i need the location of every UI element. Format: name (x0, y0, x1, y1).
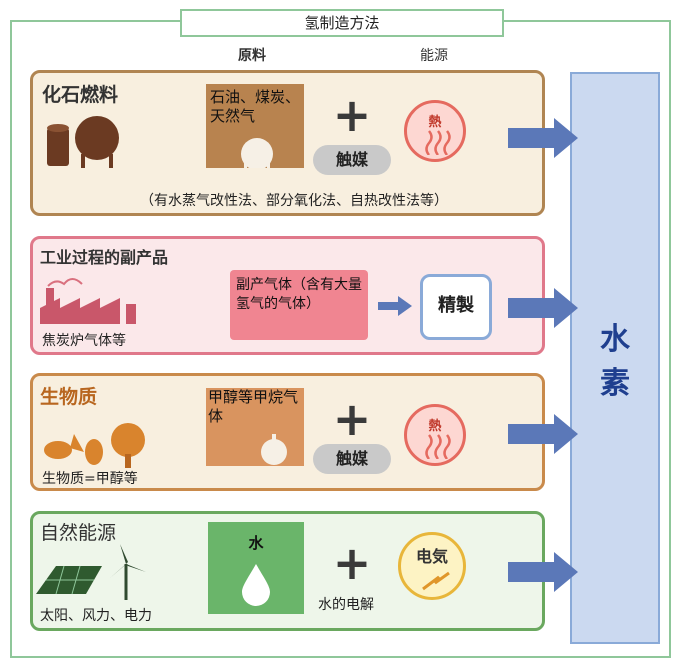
diagram-title: 氢制造方法 (180, 9, 504, 37)
catalyst-fossil: 触媒 (313, 145, 391, 175)
catalyst-biomass: 触媒 (313, 444, 391, 474)
gas-tank-icon-biomass (261, 434, 287, 465)
refine-box: 精製 (420, 274, 492, 340)
industrial-sub-label: 焦炭炉气体等 (42, 333, 126, 349)
water-label: 水 (248, 534, 264, 552)
heat-icon-biomass: 熱 (404, 404, 466, 466)
heat-label-fossil: 熱 (428, 115, 442, 130)
hydrogen-column: 水 素 (570, 72, 660, 644)
fossil-materials-box: 石油、煤炭、天然气 (206, 84, 304, 168)
heat-label-biomass: 熱 (428, 419, 442, 434)
biomass-materials-box: 甲醇等甲烷气体 (206, 388, 304, 466)
row-title-fossil: 化石燃料 (42, 84, 119, 106)
byproduct-gas-box: 副产气体（含有大量氢气的气体） (230, 270, 368, 340)
hydrogen-label-2: 素 (600, 366, 630, 401)
hydrogen-label-1: 水 (600, 322, 630, 357)
electricity-label: 电気 (415, 547, 448, 566)
arrow-to-refine (378, 296, 412, 316)
fossil-materials-text: 石油、煤炭、天然气 (210, 88, 301, 125)
heat-waves-icon (425, 130, 451, 155)
fossil-methods-note: （有水蒸气改性法、部分氧化法、自热改性法等） (140, 193, 448, 209)
solar-wind-icon (36, 544, 146, 600)
electricity-icon: 电気 (398, 532, 466, 600)
electrolysis-label: 水的电解 (318, 597, 374, 613)
biomass-materials-text: 甲醇等甲烷气体 (208, 388, 299, 425)
arrow-industrial-to-hydrogen (508, 288, 578, 328)
natural-sub-label: 太阳、风力、电力 (40, 608, 152, 624)
biomass-sub-label: 生物质=甲醇等 (42, 471, 138, 487)
biomass-icon (44, 423, 145, 468)
arrow-biomass-to-hydrogen (508, 414, 578, 454)
row-title-biomass: 生物质 (40, 386, 98, 408)
header-energy: 能源 (420, 48, 448, 64)
plus-sign-biomass: + (332, 392, 372, 446)
arrow-fossil-to-hydrogen (508, 118, 578, 158)
factory-icon (40, 278, 136, 324)
water-box: 水 (208, 522, 304, 614)
arrow-natural-to-hydrogen (508, 552, 578, 592)
heat-icon-fossil: 熱 (404, 100, 466, 162)
row-title-industrial: 工业过程的副产品 (40, 248, 169, 267)
plus-sign-fossil: + (332, 88, 372, 142)
row-title-natural: 自然能源 (40, 522, 117, 544)
byproduct-gas-text: 副产气体（含有大量氢气的气体） (236, 277, 362, 312)
plus-sign-natural: + (332, 536, 372, 590)
heat-waves-icon-2 (425, 434, 451, 459)
fuel-tanks-icon (47, 116, 119, 168)
water-drop-icon (242, 564, 270, 606)
lightning-icon (422, 571, 450, 591)
header-raw-materials: 原料 (238, 48, 266, 64)
gas-tank-icon (241, 138, 273, 168)
